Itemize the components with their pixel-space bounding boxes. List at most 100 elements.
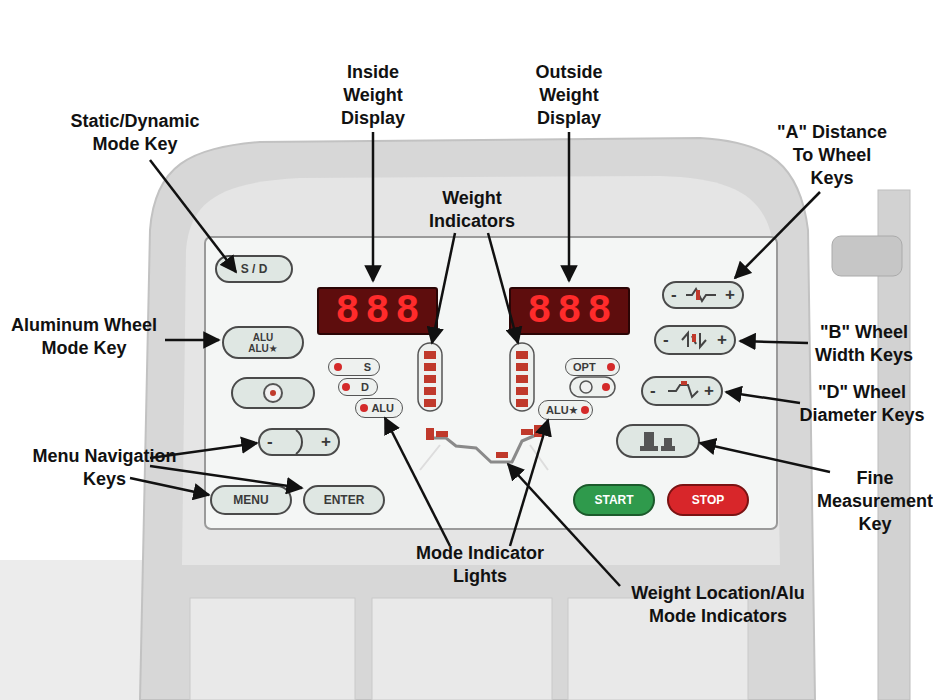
adjust-key: -+ bbox=[258, 428, 340, 456]
callout-label: Weight Indicators bbox=[417, 187, 527, 233]
key-label: ENTER bbox=[324, 493, 365, 507]
fine-icon bbox=[644, 432, 654, 448]
adjust-key: -+ bbox=[641, 376, 723, 406]
weight-location bbox=[534, 425, 542, 437]
key-sign: + bbox=[704, 381, 714, 401]
side-cabinet bbox=[0, 560, 150, 700]
indicator-bar bbox=[424, 387, 436, 395]
indicator-light: OPT bbox=[565, 358, 620, 376]
key-sign: - bbox=[267, 432, 273, 452]
indicator-bar bbox=[424, 399, 436, 407]
weight-display: 888 bbox=[317, 287, 438, 335]
post-hinge bbox=[832, 236, 902, 276]
indicator-dot bbox=[334, 363, 342, 371]
indicator-dot bbox=[607, 363, 615, 371]
key-label: S / D bbox=[241, 262, 268, 276]
key-label: ALU★ bbox=[248, 343, 278, 354]
key-sign: - bbox=[663, 330, 669, 350]
callout-label: Mode Indicator Lights bbox=[400, 542, 560, 588]
key-sign: - bbox=[650, 381, 656, 401]
indicator-label: ALU★ bbox=[546, 404, 578, 417]
weight-location bbox=[436, 431, 448, 437]
leader-line bbox=[700, 443, 830, 472]
start-button: START bbox=[573, 484, 655, 516]
tool-tray bbox=[372, 598, 552, 700]
tool-tray bbox=[190, 598, 355, 700]
weight-location bbox=[426, 428, 434, 440]
indicator-dot bbox=[360, 404, 368, 412]
display-digits: 888 bbox=[527, 289, 617, 334]
leader-line bbox=[508, 464, 620, 586]
callout-label: Aluminum Wheel Mode Key bbox=[3, 314, 165, 360]
indicator-bar bbox=[516, 351, 528, 359]
control-key: ALUALU★ bbox=[222, 326, 304, 359]
callout-label: Fine Measurement Key bbox=[815, 467, 933, 536]
leader-line bbox=[150, 160, 236, 272]
indicator-label: OPT bbox=[573, 361, 596, 373]
weight-location bbox=[496, 452, 508, 458]
weight-display: 888 bbox=[509, 287, 630, 335]
display-digits: 888 bbox=[335, 289, 425, 334]
distance-symbol bbox=[696, 290, 700, 300]
adjust-key: -+ bbox=[654, 325, 736, 355]
indicator-bar bbox=[516, 399, 528, 407]
callout-label: Weight Location/Alu Mode Indicators bbox=[618, 582, 818, 628]
width-symbol bbox=[682, 333, 706, 347]
fine-icon bbox=[640, 446, 658, 451]
adjust-key: -+ bbox=[662, 281, 744, 309]
control-key: ENTER bbox=[303, 485, 385, 515]
control-key: S / D bbox=[215, 255, 293, 283]
leader-line bbox=[385, 418, 450, 546]
leader-line bbox=[432, 233, 455, 343]
indicator-dot bbox=[581, 406, 589, 414]
panel-recess bbox=[182, 176, 780, 565]
key-sign: + bbox=[717, 330, 727, 350]
indicator-light: ALU★ bbox=[538, 400, 593, 420]
fine-icon bbox=[661, 446, 675, 451]
indicator-dot bbox=[602, 383, 610, 391]
wheel-mode-key bbox=[232, 378, 314, 408]
stop-button: STOP bbox=[667, 484, 749, 516]
key-label: ALU bbox=[253, 332, 274, 343]
control-faceplate bbox=[205, 237, 777, 529]
indicator-bar bbox=[516, 363, 528, 371]
callout-label: "D" Wheel Diameter Keys bbox=[792, 381, 932, 427]
key-label: MENU bbox=[233, 493, 268, 507]
control-key: MENU bbox=[210, 485, 292, 515]
leader-line bbox=[150, 466, 302, 488]
diameter-symbol bbox=[681, 381, 687, 385]
indicator-light: S bbox=[328, 358, 380, 376]
callout-label: Menu Navigation Keys bbox=[22, 445, 187, 491]
leader-line bbox=[568, 132, 571, 281]
callout-label: "A" Distance To Wheel Keys bbox=[769, 121, 895, 190]
key-label: STOP bbox=[692, 493, 724, 507]
distance-symbol bbox=[686, 289, 716, 301]
navigation-symbol bbox=[296, 430, 302, 454]
wheel-icon bbox=[264, 384, 282, 402]
indicator-bar bbox=[424, 363, 436, 371]
leader-line bbox=[488, 233, 518, 343]
callout-label: Outside Weight Display bbox=[519, 61, 619, 130]
key-sign: - bbox=[671, 285, 677, 305]
leader-line bbox=[130, 478, 209, 495]
leader-line bbox=[740, 341, 808, 343]
key-sign: + bbox=[725, 285, 735, 305]
indicator-light bbox=[570, 377, 615, 397]
indicator-bar bbox=[424, 351, 436, 359]
indicator-label: ALU bbox=[371, 402, 394, 414]
leader-line bbox=[735, 192, 820, 278]
wheel-profile bbox=[432, 435, 536, 462]
indicator-label: S bbox=[364, 361, 371, 373]
key-label: START bbox=[594, 493, 633, 507]
callout-label: Inside Weight Display bbox=[323, 61, 423, 130]
indicator-light: D bbox=[338, 378, 378, 396]
wheel-icon bbox=[580, 381, 592, 393]
wheel-icon bbox=[270, 390, 276, 396]
indicator-bar bbox=[516, 375, 528, 383]
wheel-profile bbox=[420, 445, 548, 470]
weight-location bbox=[521, 429, 533, 435]
width-symbol bbox=[692, 334, 696, 342]
leader-line bbox=[372, 132, 375, 281]
indicator-bar bbox=[516, 387, 528, 395]
